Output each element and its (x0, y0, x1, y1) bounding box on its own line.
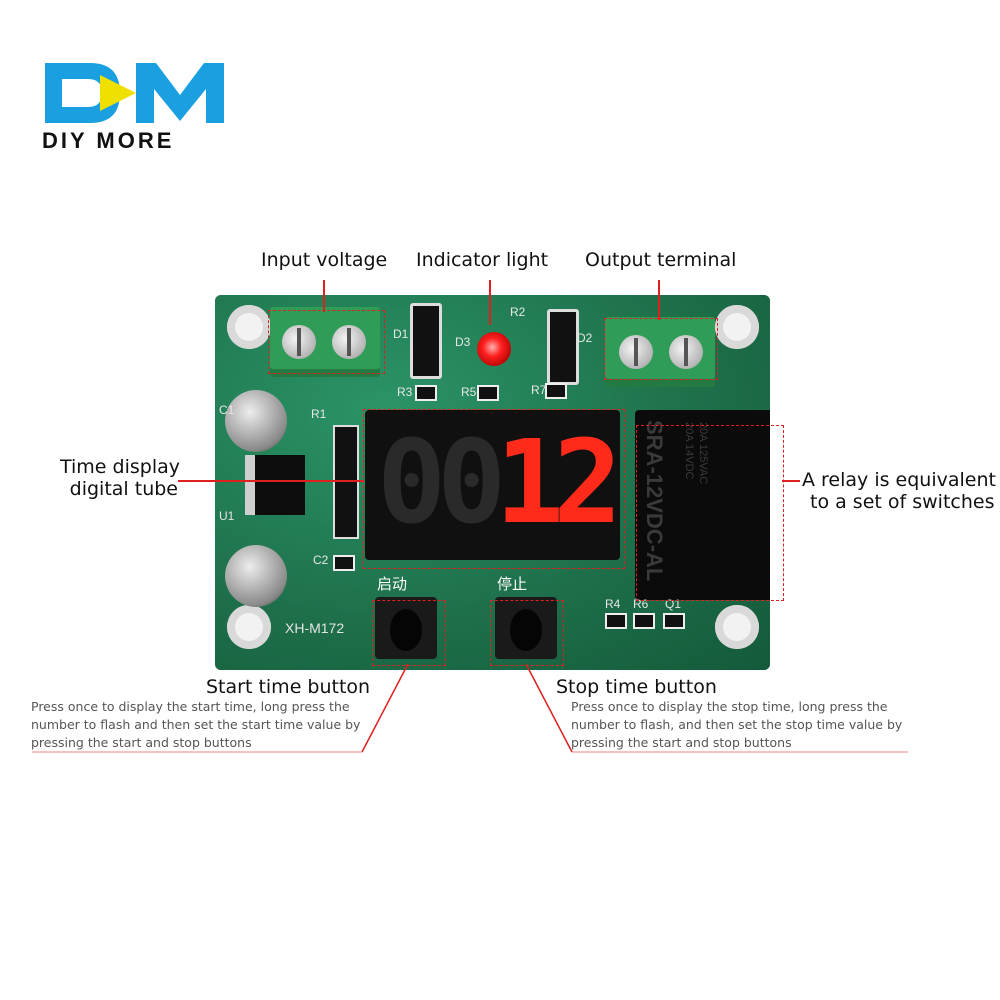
silk-label: C1 (219, 403, 235, 417)
highlight-output-terminal (604, 318, 718, 380)
highlight-stop-button (490, 600, 564, 666)
voltage-regulator (245, 455, 305, 515)
silk-label: R3 (397, 385, 413, 399)
silk-label: D1 (393, 327, 409, 341)
label-relay-line2: to a set of switches (810, 491, 995, 513)
mount-hole (227, 305, 271, 349)
electrolytic-capacitor (225, 390, 287, 452)
display-digit: 0 (377, 416, 447, 550)
label-indicator-light: Indicator light (416, 249, 549, 271)
electrolytic-capacitor (225, 545, 287, 607)
relay: SRA-12VDC-AL 20A 14VDC 20A 125VAC (635, 410, 770, 600)
smd-resistor (633, 613, 655, 629)
display-digit: 2 (553, 416, 623, 550)
smd-resistor (545, 383, 567, 399)
smd-transistor (663, 613, 685, 629)
stop-button-description: Press once to display the stop time, lon… (571, 698, 902, 752)
label-time-display-line1: Time display (60, 456, 181, 478)
smd-resistor (605, 613, 627, 629)
desc-line: Press once to display the stop time, lon… (571, 699, 888, 714)
silk-label: U1 (219, 509, 235, 523)
mount-hole (715, 305, 759, 349)
silk-label: R2 (510, 305, 526, 319)
terminal-screw (332, 325, 366, 359)
display-digit: 1 (495, 416, 565, 550)
silk-label: R4 (605, 597, 621, 611)
label-input-voltage: Input voltage (261, 249, 388, 271)
terminal-screw (669, 335, 703, 369)
label-stop-button: Stop time button (556, 676, 717, 698)
button-cap (510, 609, 542, 651)
leader-line (658, 280, 660, 320)
stop-tact-switch[interactable] (495, 597, 557, 659)
silk-label: R5 (461, 385, 477, 399)
logo-brand-text: DIY MORE (42, 128, 175, 153)
input-terminal-block (270, 307, 380, 377)
desc-line: number to flash, and then set the stop t… (571, 717, 903, 732)
diymore-logo (45, 63, 224, 123)
terminal-screw (282, 325, 316, 359)
pcb-board: 0 0 1 2 SRA-12VDC-AL 20A 14VDC 20A 125VA… (215, 295, 770, 670)
label-time-display: Time display digital tube (60, 456, 181, 500)
start-tact-switch[interactable] (375, 597, 437, 659)
mount-hole (227, 605, 271, 649)
display-digit: 0 (437, 416, 507, 550)
button-cap (390, 609, 422, 651)
desc-line: pressing the start and stop buttons (571, 735, 792, 750)
smd-resistor (415, 385, 437, 401)
leader-line (782, 480, 800, 482)
mount-hole (715, 605, 759, 649)
leader-line (178, 480, 364, 482)
board-model-text: XH-M172 (285, 620, 345, 636)
desc-line: pressing the start and stop buttons (31, 735, 252, 750)
silk-label: C2 (313, 553, 329, 567)
silk-label: D3 (455, 335, 471, 349)
leader-line (323, 280, 325, 312)
label-time-display-line2: digital tube (69, 478, 178, 500)
indicator-led (477, 332, 511, 366)
desc-line: number to flash and then set the start t… (31, 717, 361, 732)
output-terminal-block (605, 317, 715, 387)
terminal-screw (619, 335, 653, 369)
silk-label: D2 (577, 331, 593, 345)
label-start-button: Start time button (206, 676, 371, 698)
desc-line: Press once to display the start time, lo… (31, 699, 350, 714)
seven-segment-display: 0 0 1 2 (365, 410, 623, 560)
silk-label: R7 (531, 383, 547, 397)
highlight-input-terminal (268, 310, 385, 374)
highlight-display (363, 409, 625, 569)
leader-line (489, 280, 491, 325)
label-output-terminal: Output terminal (585, 249, 737, 271)
pin-header (333, 425, 359, 539)
diode-d2 (547, 309, 579, 385)
start-cn-label: 启动 (377, 575, 408, 593)
diode-d1 (410, 303, 442, 379)
highlight-relay (636, 425, 784, 601)
stop-cn-label: 停止 (497, 575, 528, 593)
smd-resistor (477, 385, 499, 401)
start-button-description: Press once to display the start time, lo… (31, 698, 360, 752)
silk-label: R1 (311, 407, 327, 421)
label-relay: A relay is equivalent to a set of switch… (802, 469, 996, 513)
smd-capacitor (333, 555, 355, 571)
highlight-start-button (372, 600, 446, 666)
label-relay-line1: A relay is equivalent (802, 469, 996, 491)
